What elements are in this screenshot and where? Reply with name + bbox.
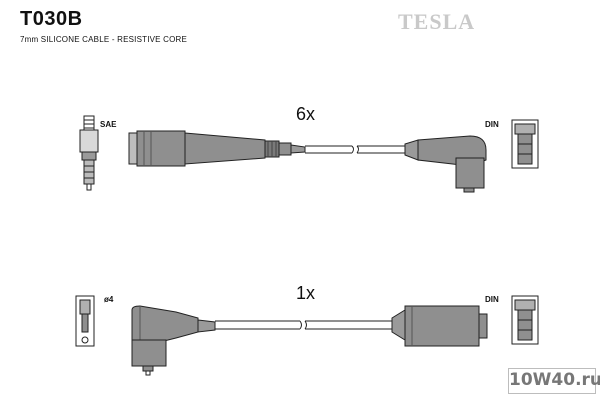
watermark-text: 10W40.ru — [509, 370, 600, 390]
diameter-terminal-label: ø4 — [104, 295, 114, 304]
straight-boot-top — [128, 130, 306, 167]
top-din-terminal-label: DIN — [485, 120, 499, 129]
din-terminal-icon-bottom — [511, 295, 539, 345]
cable-bottom — [215, 320, 392, 330]
din-terminal-icon — [511, 119, 539, 169]
pin-terminal-icon — [75, 295, 95, 347]
spark-plug-icon — [79, 115, 99, 191]
top-lead-quantity: 6x — [296, 104, 316, 124]
angled-boot-bottom — [131, 305, 216, 376]
watermark-logo: 10W40.ru — [508, 368, 600, 394]
cable-description: 7mm SILICONE CABLE - RESISTIVE CORE — [20, 35, 188, 44]
brand-logo: TESLA — [398, 9, 476, 34]
part-number: T030B — [20, 8, 83, 30]
bottom-lead-quantity: 1x — [296, 283, 316, 303]
bottom-din-terminal-label: DIN — [485, 295, 499, 304]
cable-top — [305, 145, 405, 154]
sae-terminal-label: SAE — [100, 120, 117, 129]
straight-boot-bottom — [391, 305, 488, 347]
angled-boot-top — [404, 135, 487, 193]
